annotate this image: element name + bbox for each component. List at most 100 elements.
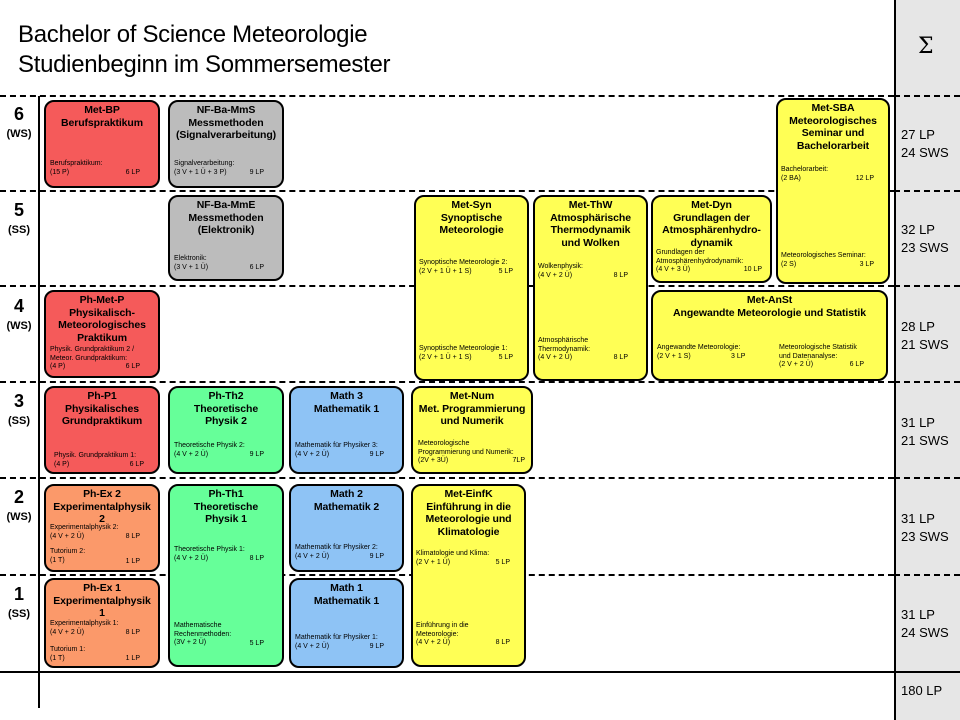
module-credits: 5 LP [498, 354, 513, 361]
module-math-1: Math 1 Mathematik 1 Mathematik für Physi… [289, 578, 404, 668]
module-note: Berufspraktikum: (15 P) [50, 160, 103, 176]
semester-label-3: 3(SS) [8, 391, 30, 427]
module-credits: 9 LP [249, 169, 264, 176]
module-note: Signalverarbeitung: (3 V + 1 Ü + 3 P) [174, 160, 235, 176]
module-note: Tutorium 1: (1 T) [50, 646, 86, 662]
module-credits: 8 LP [249, 555, 264, 562]
module-note: Einführung in die Meteorologie: (4 V + 2… [416, 622, 469, 646]
module-note: Wolkenphysik: (4 V + 2 Ü) [538, 263, 584, 279]
module-credits: 9 LP [249, 451, 264, 458]
row-divider [0, 381, 894, 383]
module-ph-met-p: Ph-Met-P Physikalisch- Meteorologisches … [44, 290, 160, 378]
module-credits: 1 LP [125, 558, 140, 565]
module-met-syn: Met-Syn Synoptische Meteorologie Synopti… [414, 195, 529, 381]
module-title: Ph-P1 Physikalisches Grundpraktikum [61, 390, 143, 427]
module-met-einfk: Met-EinfK Einführung in die Meteorologie… [411, 484, 526, 667]
row-divider [0, 95, 894, 97]
module-credits: 8 LP [125, 629, 140, 636]
module-math-2: Math 2 Mathematik 2 Mathematik für Physi… [289, 484, 404, 572]
module-credits: 9 LP [369, 553, 384, 560]
module-note: Physik. Grundpraktikum 2 / Meteor. Grund… [50, 346, 135, 370]
module-credits: 5 LP [249, 640, 264, 647]
module-credits: 7LP [512, 457, 525, 464]
module-title: Met-AnSt Angewandte Meteorologie und Sta… [673, 294, 866, 319]
module-note: Grundlagen der Atmosphärenhydrodynamik: … [656, 249, 744, 273]
module-title: Ph-Th2 Theoretische Physik 2 [193, 390, 259, 427]
module-met-num: Met-Num Met. Programmierung und Numerik … [411, 386, 533, 474]
total-divider [0, 671, 960, 673]
title-line-2: Studienbeginn im Sommersemester [18, 51, 391, 78]
module-ph-ex-1: Ph-Ex 1 Experimentalphysik 1 Experimenta… [44, 578, 160, 668]
module-ph-ex-2: Ph-Ex 2 Experimentalphysik 2 Experimenta… [44, 484, 160, 572]
module-title: Ph-Th1 Theoretische Physik 1 [193, 488, 259, 525]
module-title: Ph-Ex 2 Experimentalphysik 2 [53, 488, 151, 525]
module-note: Atmosphärische Thermodynamik: (4 V + 2 Ü… [538, 337, 591, 361]
module-credits: 12 LP [855, 175, 874, 182]
module-credits: 6 LP [849, 361, 864, 368]
module-title: Met-Dyn Grundlagen der Atmosphärenhydro-… [662, 199, 761, 249]
module-note: Klimatologie und Klima: (2 V + 1 Ü) [416, 550, 490, 566]
module-note: Mathematik für Physiker 2: (4 V + 2 Ü) [295, 544, 378, 560]
row-divider [894, 574, 960, 576]
module-credits: 3 LP [859, 261, 874, 268]
module-note: Bachelorarbeit: (2 BA) [781, 166, 829, 182]
module-title: Met-SBA Meteorologisches Seminar und Bac… [789, 102, 877, 152]
module-note: Experimentalphysik 2: (4 V + 2 Ü) [50, 524, 119, 540]
module-title: Met-Num Met. Programmierung und Numerik [418, 390, 526, 427]
module-note: Tutorium 2: (1 T) [50, 548, 86, 564]
module-ph-p1: Ph-P1 Physikalisches Grundpraktikum Phys… [44, 386, 160, 474]
semester-label-6: 6(WS) [6, 104, 32, 140]
module-met-thw: Met-ThW Atmosphärische Thermodynamik und… [533, 195, 648, 381]
module-met-bp: Met-BP Berufspraktikum Berufspraktikum: … [44, 100, 160, 188]
module-credits: 5 LP [498, 268, 513, 275]
semester-label-5: 5(SS) [8, 200, 30, 236]
module-credits: 8 LP [613, 272, 628, 279]
row-divider [0, 190, 894, 192]
module-note: Theoretische Physik 2: (4 V + 2 Ü) [174, 442, 245, 458]
module-title: Met-EinfK Einführung in die Meteorologie… [425, 488, 512, 538]
module-title: Met-Syn Synoptische Meteorologie [439, 199, 504, 236]
module-note: Mathematik für Physiker 3: (4 V + 2 Ü) [295, 442, 378, 458]
module-title: Met-ThW Atmosphärische Thermodynamik und… [550, 199, 631, 249]
module-nf-ba-mme: NF-Ba-MmE Messmethoden (Elektronik) Elek… [168, 195, 284, 281]
total-sum: 180 LP [901, 683, 943, 698]
module-title: Math 3 Mathematik 1 [313, 390, 380, 415]
module-credits: 1 LP [125, 655, 140, 662]
module-title: Math 1 Mathematik 1 [313, 582, 380, 607]
title-line-1: Bachelor of Science Meteorologie [18, 21, 368, 48]
module-ph-th2: Ph-Th2 Theoretische Physik 2 Theoretisch… [168, 386, 284, 474]
module-note: Meteorologisches Seminar: (2 S) [781, 252, 866, 268]
module-credits: 5 LP [495, 559, 510, 566]
module-credits: 3 LP [731, 353, 746, 360]
module-note: Synoptische Meteorologie 2: (2 V + 1 Ü +… [419, 259, 508, 275]
module-note: Experimentalphysik 1: (4 V + 2 Ü) [50, 620, 119, 636]
module-met-sba: Met-SBA Meteorologisches Seminar und Bac… [776, 98, 890, 284]
row-divider [0, 477, 894, 479]
row-divider [894, 285, 960, 287]
module-credits: 9 LP [369, 643, 384, 650]
module-note: Synoptische Meteorologie 1: (2 V + 1 Ü +… [419, 345, 508, 361]
module-credits: 6 LP [129, 461, 144, 468]
semester-axis [38, 96, 40, 708]
module-nf-ba-mms: NF-Ba-MmS Messmethoden (Signalverarbeitu… [168, 100, 284, 188]
module-credits: 9 LP [369, 451, 384, 458]
module-math-3: Math 3 Mathematik 1 Mathematik für Physi… [289, 386, 404, 474]
module-title: Ph-Ex 1 Experimentalphysik 1 [53, 582, 151, 619]
module-note: Mathematische Rechenmethoden: (3V + 2 Ü) [174, 622, 232, 646]
module-met-anst: Met-AnSt Angewandte Meteorologie und Sta… [651, 290, 888, 381]
semester-label-1: 1(SS) [8, 584, 30, 620]
module-credits: 6 LP [249, 264, 264, 271]
page-title: Bachelor of Science Meteorologie Studien… [18, 20, 391, 80]
semester-label-4: 4(WS) [6, 296, 32, 332]
module-credits: 10 LP [743, 266, 762, 273]
module-credits: 8 LP [613, 354, 628, 361]
row-divider [894, 95, 960, 97]
module-met-dyn: Met-Dyn Grundlagen der Atmosphärenhydro-… [651, 195, 772, 283]
module-ph-th1: Ph-Th1 Theoretische Physik 1 Theoretisch… [168, 484, 284, 667]
module-title: NF-Ba-MmS Messmethoden (Signalverarbeitu… [175, 104, 277, 141]
module-title: NF-Ba-MmE Messmethoden (Elektronik) [188, 199, 264, 236]
